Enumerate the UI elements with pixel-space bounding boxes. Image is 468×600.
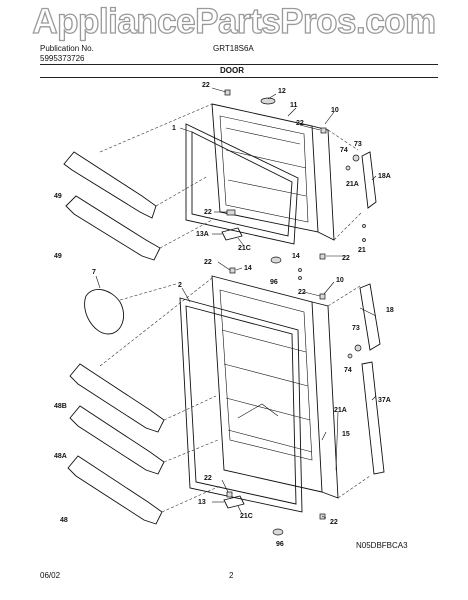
freezer-door-gasket: [185, 123, 299, 245]
door-shelves: [63, 151, 165, 525]
callout-22: 22: [204, 209, 212, 216]
handles-and-hinges: [221, 89, 385, 536]
callout-13A: 13A: [196, 231, 209, 238]
callout-22: 22: [342, 255, 350, 262]
callout-13: 13: [198, 499, 206, 506]
callout-48: 48: [60, 517, 68, 524]
footer-diagram-code: N05DBFBCA3: [356, 541, 408, 550]
callout-96: 96: [270, 279, 278, 286]
header-rule-top: [40, 64, 438, 65]
callout-22: 22: [330, 519, 338, 526]
callout-22: 22: [298, 289, 306, 296]
callout-22: 22: [296, 120, 304, 127]
callout-73: 73: [352, 325, 360, 332]
fresh-food-door: [211, 275, 339, 499]
callout-49: 49: [54, 193, 62, 200]
callout-49: 49: [54, 253, 62, 260]
callout-96: 96: [276, 541, 284, 548]
callout-18A: 18A: [378, 173, 391, 180]
callout-10: 10: [336, 277, 344, 284]
callout-22: 22: [204, 475, 212, 482]
callout-21: 21: [358, 247, 366, 254]
callout-21C: 21C: [238, 245, 251, 252]
callout-7: 7: [92, 269, 96, 276]
callout-22: 22: [204, 259, 212, 266]
callout-48A: 48A: [54, 453, 67, 460]
callout-37A: 37A: [378, 397, 391, 404]
callout-74: 74: [340, 147, 348, 154]
publication-label: Publication No.: [40, 44, 94, 53]
callout-15: 15: [342, 431, 350, 438]
callout-labels: 22 12 11 10 1 22 73 74 18A 21A 49 22 13A…: [54, 82, 394, 548]
callout-73: 73: [354, 141, 362, 148]
callout-1: 1: [172, 125, 176, 132]
callout-22: 22: [202, 82, 210, 89]
callout-10: 10: [331, 107, 339, 114]
model-number: GRT18S6A: [213, 44, 254, 53]
header-rule-bottom: [40, 77, 438, 78]
callout-48B: 48B: [54, 403, 67, 410]
leader-lines: [95, 87, 377, 519]
callout-21A: 21A: [334, 407, 347, 414]
section-title: DOOR: [220, 66, 244, 75]
callout-18: 18: [386, 307, 394, 314]
callout-21A: 21A: [346, 181, 359, 188]
callout-74: 74: [344, 367, 352, 374]
callout-14: 14: [292, 253, 300, 260]
callout-2: 2: [178, 282, 182, 289]
footer-date: 06/02: [40, 571, 61, 580]
callout-14: 14: [244, 265, 252, 272]
footer-page: 2: [229, 571, 234, 580]
callout-21C: 21C: [240, 513, 253, 520]
publication-number: 5995373726: [40, 54, 85, 63]
fresh-food-door-gasket: [179, 297, 303, 513]
callout-12: 12: [278, 88, 286, 95]
callout-11: 11: [290, 102, 298, 109]
watermark: AppliancePartsPros.com: [32, 1, 437, 41]
